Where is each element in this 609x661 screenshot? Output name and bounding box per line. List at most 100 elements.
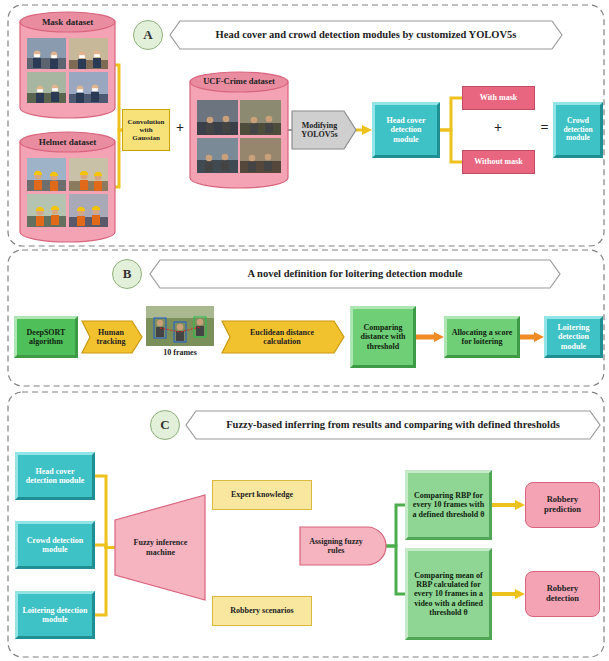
result-box: Robbery detection <box>525 571 600 617</box>
node-text: C <box>160 418 169 433</box>
panel-letter: B <box>112 259 142 289</box>
cylinder-top <box>20 12 115 32</box>
dataset-photo <box>27 38 66 69</box>
panel-letter: C <box>150 410 180 440</box>
node-text: Assigning fuzzy rules <box>305 537 367 555</box>
node-text: A <box>143 28 152 43</box>
dataset-photo <box>69 72 108 103</box>
node-text: Convolution with Gaussian <box>125 118 167 142</box>
dataset-photo <box>240 138 281 173</box>
cylinder-top <box>20 132 115 152</box>
panel-banner-path <box>170 21 562 49</box>
process-box: DeepSORT algorithm <box>14 316 78 358</box>
connector <box>95 476 115 548</box>
panel-frame <box>8 250 604 386</box>
class-box: With mask <box>462 86 535 110</box>
rules-shape: Assigning fuzzy rules <box>300 527 386 565</box>
dataset-cylinder-path <box>20 142 115 242</box>
connector <box>386 546 405 594</box>
dataset-photo <box>197 100 238 135</box>
dataset-photo <box>197 138 238 173</box>
connector <box>520 335 536 340</box>
connector <box>492 503 517 507</box>
node-text: Loitering detection module <box>21 606 89 624</box>
dataset-photo <box>27 194 66 227</box>
process-box: Convolution with Gaussian <box>122 109 170 151</box>
panel-banner: A novel definition for loitering detecti… <box>150 260 560 288</box>
knowledge-box: Expert knowledge <box>212 480 312 510</box>
node-text: Fuzzy-based inferring from results and c… <box>226 419 560 431</box>
inference-trapezoid-path <box>115 495 205 600</box>
panel-banner-path <box>186 411 600 439</box>
dataset-photo <box>27 158 66 191</box>
cylinder-top <box>190 72 288 92</box>
node-text: Head cover detection module <box>21 467 89 485</box>
process-box: Comparing mean of RBP calculated for eve… <box>405 548 492 640</box>
process-chevron: Human tracking <box>82 321 142 353</box>
node-text: With mask <box>480 93 517 102</box>
process-chevron: Euclidean distance calculation <box>222 321 344 353</box>
connector <box>115 130 122 187</box>
rules-shape-path <box>300 527 386 565</box>
connector <box>95 548 115 616</box>
dataset-cylinder-path <box>190 82 288 188</box>
class-box: Without mask <box>462 150 535 174</box>
result-box: Robbery prediction <box>525 482 600 528</box>
operator-sign: + <box>489 121 507 135</box>
node-text: Mask dataset <box>42 17 93 27</box>
node-text: Crowd detection module <box>21 536 89 554</box>
process-box: Comparing RBP for every 10 frames with a… <box>405 470 492 540</box>
operator-sign: = <box>537 121 552 135</box>
node-text: Without mask <box>474 157 523 166</box>
dataset-photo <box>69 38 108 69</box>
module-box: Head cover detection module <box>372 102 440 158</box>
process-chevron-path <box>82 321 142 353</box>
node-text: Helmet dataset <box>39 137 97 147</box>
panel-banner-path <box>150 260 560 288</box>
connector <box>356 129 364 132</box>
knowledge-box: Robbery scenarios <box>212 596 312 626</box>
connector <box>416 335 436 340</box>
process-box: Allocating a score for loitering <box>444 316 520 358</box>
dataset-photo <box>240 100 281 135</box>
node-text: Allocating a score for loitering <box>450 328 514 346</box>
connector <box>440 130 462 162</box>
node-text: Comparing RBP for every 10 frames with a… <box>411 491 486 519</box>
module-box: Crowd detection module <box>553 102 603 158</box>
module-box: Crowd detection module <box>15 521 95 569</box>
module-box: Head cover detection module <box>15 452 95 500</box>
module-box: Loitering detection module <box>15 591 95 639</box>
dataset-photo <box>27 72 66 103</box>
node-text: DeepSORT algorithm <box>20 328 72 346</box>
image-caption: 10 frames <box>146 349 214 357</box>
connector <box>288 129 292 131</box>
connector <box>492 592 517 596</box>
node-text: Robbery prediction <box>530 495 595 515</box>
node-text: Loitering detection module <box>549 323 598 351</box>
node-text: Comparing distance with threshold <box>356 323 410 351</box>
node-text: Euclidean distance calculation <box>232 328 332 346</box>
tracking-frame-image <box>146 306 214 346</box>
connector <box>440 98 462 130</box>
node-text: Robbery scenarios <box>230 606 293 615</box>
dataset-photo <box>69 194 108 227</box>
node-text: Comparing mean of RBP calculated for eve… <box>411 571 486 617</box>
panel-banner: Fuzzy-based inferring from results and c… <box>186 411 600 439</box>
node-text: B <box>123 267 132 282</box>
panel-letter: A <box>133 20 163 50</box>
node-text: A novel definition for loitering detecti… <box>247 268 462 280</box>
panel-frame <box>8 392 604 657</box>
connector <box>115 65 122 130</box>
node-text: UCF-Crime dataset <box>203 77 275 87</box>
process-arrow-path <box>292 111 356 149</box>
dataset-photo <box>69 158 108 191</box>
process-chevron-path <box>222 321 344 353</box>
node-text: Head cover detection module <box>378 116 434 144</box>
node-text: Human tracking <box>92 328 130 346</box>
process-arrow: Modifying YOLOV5s <box>292 111 356 149</box>
node-text: Crowd detection module <box>558 117 598 143</box>
node-text: Fuzzy inference machine <box>120 538 201 556</box>
inference-trapezoid: Fuzzy inference machine <box>115 495 205 600</box>
panel-banner: Head cover and crowd detection modules b… <box>170 21 562 49</box>
